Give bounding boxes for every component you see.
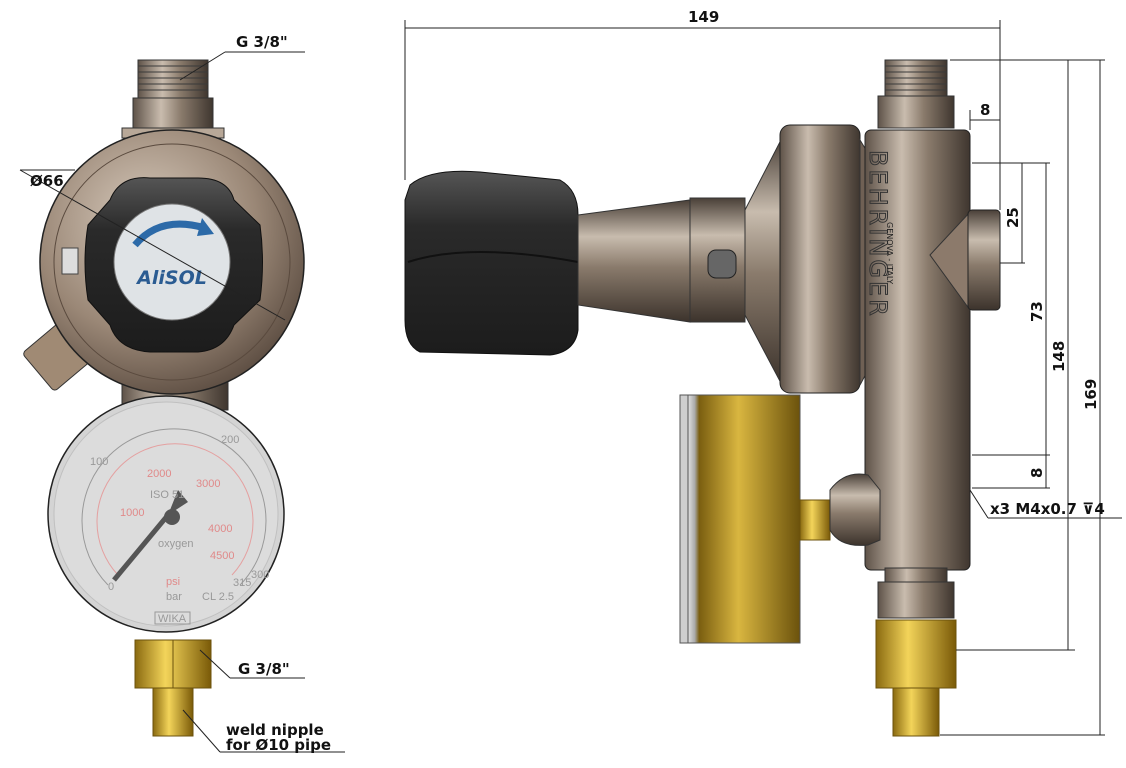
bonnet-cone: [744, 137, 783, 386]
gauge-needle: [112, 490, 188, 582]
rotate-arrow-icon: [132, 220, 206, 248]
outlet-nut-brass: [875, 619, 957, 689]
gauge-psi-3000: 3000: [196, 478, 220, 490]
gauge-medium: oxygen: [158, 538, 193, 550]
gauge-class: CL 2.5: [202, 591, 234, 603]
gauge-unit-psi: psi: [166, 576, 180, 588]
adjustment-knob-side[interactable]: [404, 170, 579, 356]
gauge-psi-4000: 4000: [208, 523, 232, 535]
diameter-label: Ø66: [30, 172, 64, 190]
pressure-gauge-side: [687, 394, 801, 644]
inlet-thread: [137, 59, 209, 101]
dim-8-top: 8: [980, 101, 990, 119]
gauge-tick-300: 300: [251, 569, 269, 581]
front-callouts: G 3/8" Ø66 G 3/8" weld nipple for Ø10 pi…: [19, 33, 345, 754]
inlet-nut: [132, 97, 214, 131]
gauge-psi-4500: 4500: [210, 550, 234, 562]
dim-169: 169: [1082, 379, 1100, 410]
gauge-standard: ISO 51: [150, 489, 184, 501]
side-outlet-port: [967, 209, 1001, 311]
mounting-holes-label: x3 M4x0.7 ⊽4: [990, 500, 1105, 518]
outlet-thread-label: G 3/8": [238, 660, 290, 678]
thread-lines: [138, 65, 208, 91]
brand-subtitle: GENOVA - ITALY: [885, 222, 894, 284]
weld-nipple: [152, 687, 194, 737]
gauge-psi-1000: 1000: [120, 507, 144, 519]
label-plate: [61, 247, 79, 275]
dim-8-bottom: 8: [1028, 468, 1046, 478]
dim-149: 149: [688, 8, 719, 26]
weld-nipple-side: [892, 687, 940, 737]
gauge-unit-bar: bar: [166, 591, 182, 603]
inlet-nut-side: [877, 95, 955, 129]
front-view: AliSOL 0 100 200 300 1000 2000 3000 4000…: [23, 59, 305, 737]
inlet-thread-label: G 3/8": [236, 33, 288, 51]
gauge-tick-200: 200: [221, 434, 239, 446]
dim-25: 25: [1004, 207, 1022, 228]
gauge-tick-100: 100: [90, 456, 108, 468]
gauge-port: [829, 473, 881, 546]
spindle: [577, 199, 691, 323]
dimensions: 149 8 25 73 8 148 169 x3 M4x0.7 ⊽4: [404, 8, 1122, 736]
pressure-gauge-front: 0 100 200 300 1000 2000 3000 4000 4500 3…: [47, 395, 285, 633]
dim-148: 148: [1050, 341, 1068, 372]
gauge-glass-edge: [679, 394, 689, 644]
outlet-nut-metal: [877, 581, 955, 619]
gauge-max-mark: 315: [233, 577, 251, 589]
gauge-psi-2000: 2000: [147, 468, 171, 480]
knob-logo: AliSOL: [135, 267, 207, 289]
bonnet: [779, 124, 861, 394]
weld-nipple-label: weld nipple: [226, 721, 324, 739]
weld-nipple-pipe-label: for Ø10 pipe: [226, 736, 331, 754]
gauge-tick-0: 0: [108, 581, 114, 593]
brand-engraving: BEHRINGER: [864, 150, 892, 319]
gauge-maker: WIKA: [158, 613, 187, 625]
dim-73: 73: [1028, 301, 1046, 322]
side-view: BEHRINGER GENOVA - ITALY: [404, 59, 1001, 737]
